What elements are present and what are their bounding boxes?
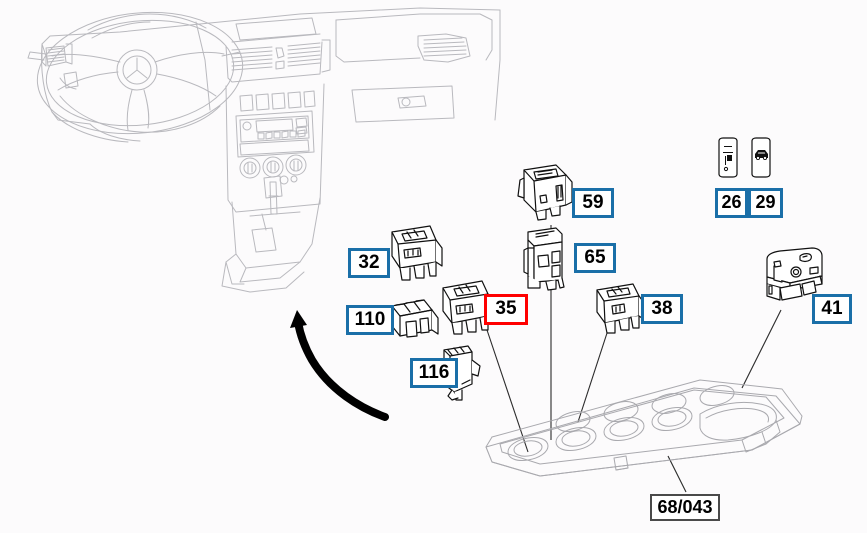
part-label-116-text: 116: [418, 361, 450, 383]
part-label-26[interactable]: 26: [715, 188, 748, 218]
part-label-116[interactable]: 116: [410, 358, 458, 388]
part-label-35-highlighted[interactable]: 35: [484, 294, 528, 325]
component-rocker-switch-38: [596, 283, 646, 334]
component-rocker-switch-32: [391, 225, 443, 281]
leader-68043: [667, 455, 687, 493]
part-label-41[interactable]: 41: [812, 294, 852, 324]
pointer-arrow-icon: [290, 310, 389, 421]
part-label-110-text: 110: [354, 308, 386, 330]
part-label-26-text: 26: [721, 192, 742, 212]
center-console-stack: [221, 83, 325, 293]
component-mirror-switch-41: [766, 247, 823, 301]
leader-41: [741, 309, 782, 389]
part-label-59[interactable]: 59: [572, 188, 614, 218]
leader-38: [577, 329, 609, 423]
part-label-32[interactable]: 32: [348, 248, 390, 278]
dashboard-illustration: [27, 7, 501, 143]
part-label-29[interactable]: 29: [748, 188, 783, 218]
leader-35: [486, 329, 529, 453]
part-label-110[interactable]: 110: [346, 305, 394, 335]
part-label-65-text: 65: [584, 246, 606, 268]
part-label-59-text: 59: [582, 191, 604, 213]
component-relay-block-65: [523, 227, 565, 291]
part-label-68-043-text: 68/043: [657, 496, 713, 517]
component-switch-console-panel: [485, 379, 803, 477]
component-blank-cover-110: [391, 299, 439, 338]
part-label-38-text: 38: [651, 297, 673, 319]
component-rocker-switch-35: [442, 280, 495, 335]
part-label-41-text: 41: [821, 297, 843, 319]
part-label-29-text: 29: [755, 192, 776, 212]
component-rocker-switch-59: [517, 164, 573, 221]
part-label-65[interactable]: 65: [574, 243, 616, 273]
part-label-32-text: 32: [358, 251, 380, 273]
part-label-38[interactable]: 38: [641, 294, 683, 324]
part-label-68-043[interactable]: 68/043: [650, 494, 720, 521]
center-dash-vents: [225, 13, 493, 123]
component-button-cap-29: [751, 137, 771, 178]
part-label-35-text: 35: [495, 298, 517, 319]
component-button-cap-26: [718, 137, 738, 178]
